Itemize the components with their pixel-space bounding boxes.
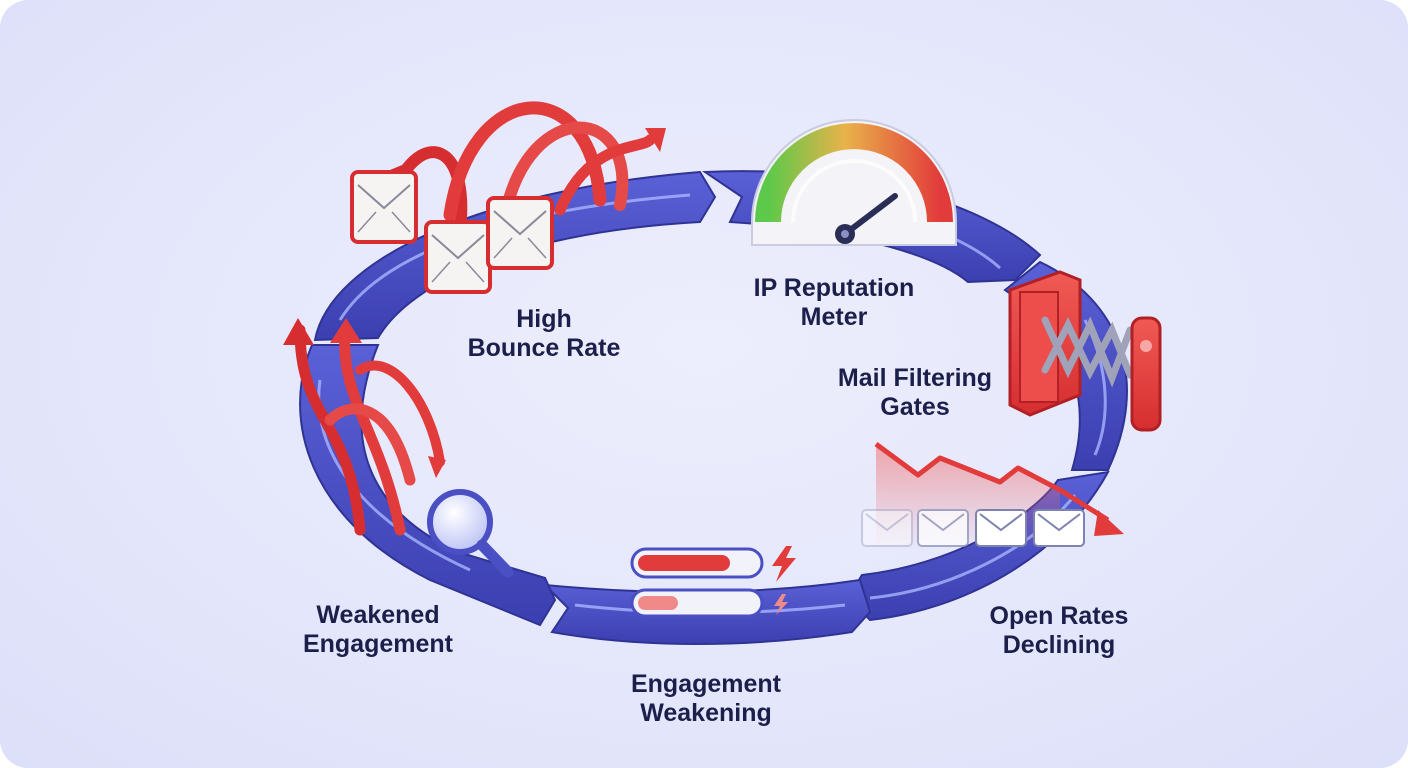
- label-weakened-engagement: Weakened Engagement: [302, 601, 454, 658]
- magnifier-bounce-icon: [283, 318, 514, 578]
- ring-segment-left: [299, 344, 557, 627]
- gauge-meter-icon: [751, 119, 957, 246]
- label-mail-filtering-gates: Mail Filtering Gates: [837, 364, 993, 421]
- label-ip-reputation-meter: IP Reputation Meter: [753, 274, 915, 331]
- bouncing-envelopes-icon: [350, 101, 666, 294]
- label-engagement-weakening: Engagement Weakening: [630, 670, 782, 727]
- declining-trend-icon: [861, 441, 1124, 550]
- scissor-gate-icon: [1008, 270, 1162, 432]
- energy-bars-icon: [630, 546, 796, 618]
- label-open-rates-declining: Open Rates Declining: [989, 602, 1129, 659]
- label-high-bounce-rate: High Bounce Rate: [467, 305, 621, 362]
